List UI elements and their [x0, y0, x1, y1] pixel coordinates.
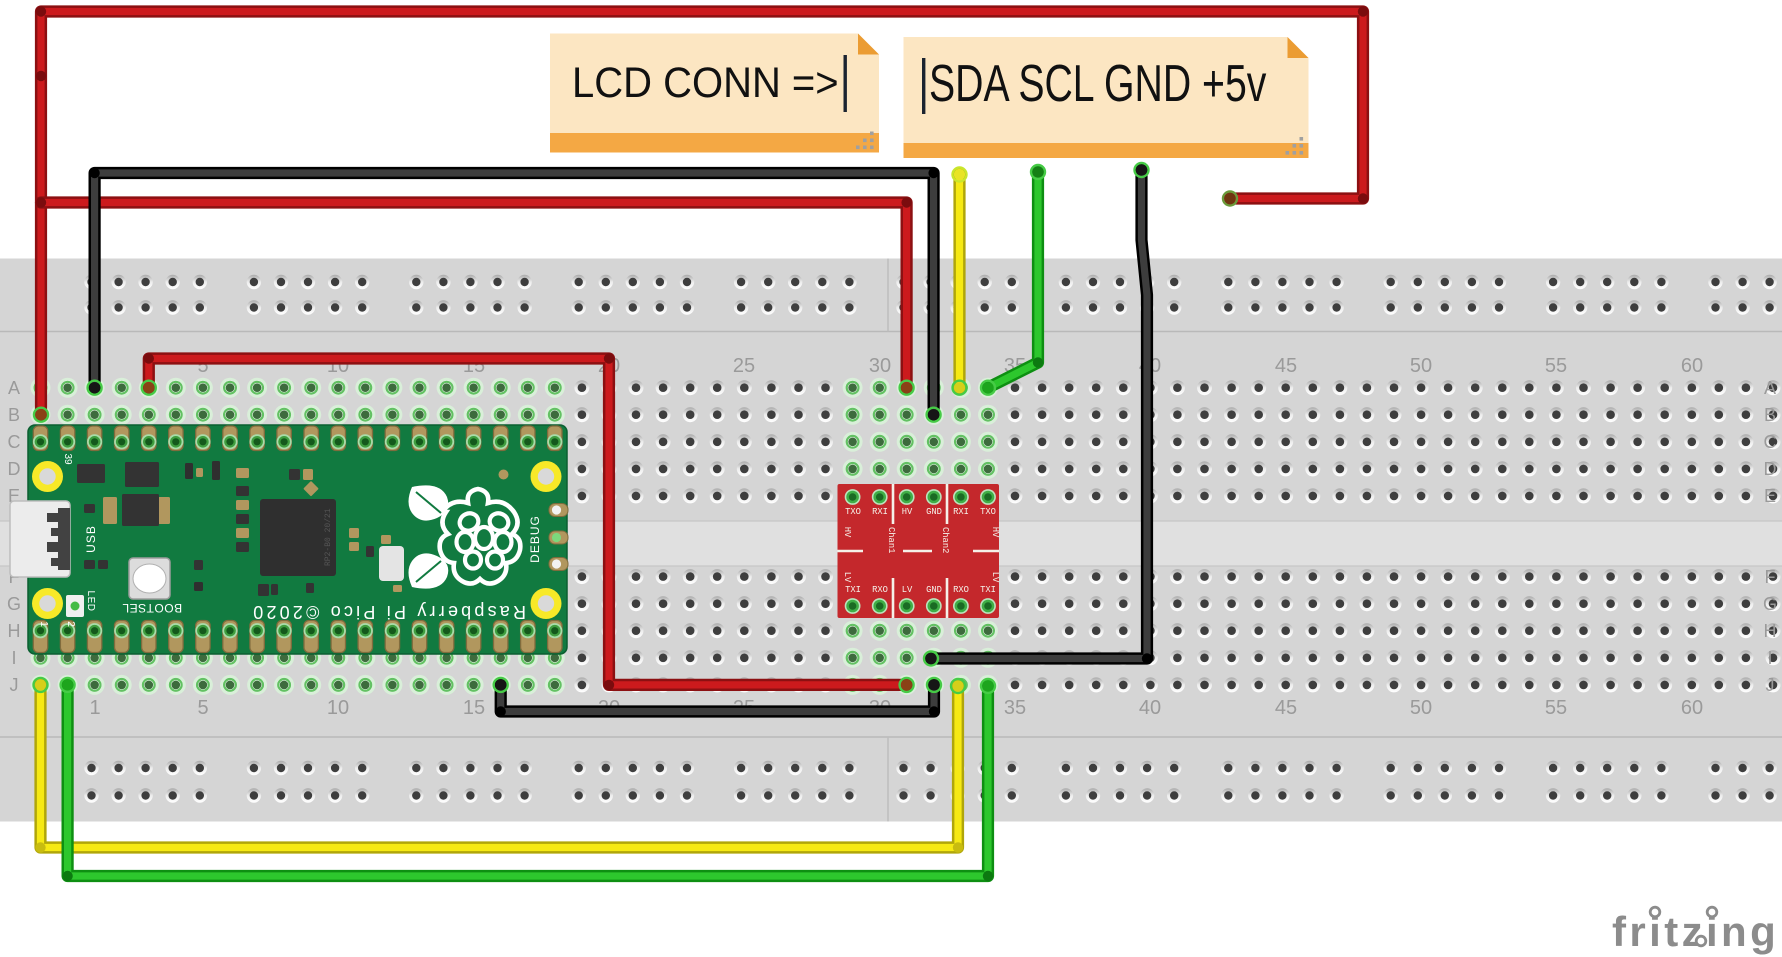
svg-text:2: 2	[65, 621, 76, 627]
svg-text:1: 1	[38, 621, 49, 627]
svg-text:A: A	[8, 378, 20, 398]
svg-text:RXO: RXO	[953, 585, 969, 595]
svg-text:Chan1: Chan1	[886, 527, 896, 553]
svg-text:H: H	[1764, 621, 1777, 641]
svg-text:50: 50	[1410, 697, 1432, 719]
svg-text:1: 1	[89, 697, 100, 719]
svg-text:TXI: TXI	[980, 585, 996, 595]
svg-text:35: 35	[1004, 697, 1026, 719]
svg-text:HV: HV	[990, 527, 1000, 538]
svg-text:LV: LV	[990, 572, 1000, 583]
svg-text:5: 5	[197, 697, 208, 719]
svg-text:RP2-B0 20/21: RP2-B0 20/21	[324, 508, 333, 566]
svg-text:15: 15	[463, 697, 485, 719]
svg-text:LED: LED	[85, 591, 96, 612]
svg-text:10: 10	[327, 697, 349, 719]
svg-text:40: 40	[1139, 697, 1161, 719]
svg-text:fritzing: fritzing	[1612, 908, 1779, 955]
svg-text:DEBUG: DEBUG	[528, 515, 542, 563]
svg-text:HV: HV	[902, 507, 913, 517]
svg-text:55: 55	[1545, 697, 1567, 719]
svg-text:J: J	[10, 675, 19, 695]
svg-text:F: F	[1765, 567, 1776, 587]
svg-text:B: B	[8, 405, 20, 425]
svg-text:A: A	[1764, 378, 1776, 398]
svg-text:G: G	[7, 594, 21, 614]
svg-text:55: 55	[1545, 355, 1567, 377]
svg-text:50: 50	[1410, 355, 1432, 377]
svg-text:H: H	[8, 621, 21, 641]
svg-text:25: 25	[733, 355, 755, 377]
svg-text:E: E	[1764, 486, 1776, 506]
svg-text:RXO: RXO	[872, 585, 888, 595]
svg-text:60: 60	[1681, 697, 1703, 719]
svg-text:LV: LV	[902, 585, 913, 595]
svg-text:TXO: TXO	[845, 507, 861, 517]
svg-text:TXO: TXO	[980, 507, 996, 517]
svg-text:USB: USB	[84, 525, 98, 553]
svg-text:39: 39	[62, 453, 73, 465]
svg-text:RXI: RXI	[953, 507, 969, 517]
svg-text:45: 45	[1275, 697, 1297, 719]
svg-text:Chan2: Chan2	[940, 527, 950, 553]
svg-text:Raspberry Pi Pico ©2020: Raspberry Pi Pico ©2020	[250, 602, 526, 622]
svg-text:B: B	[1764, 405, 1776, 425]
svg-text:BOOTSEL: BOOTSEL	[122, 601, 182, 615]
svg-text:LCD CONN =>: LCD CONN =>	[572, 58, 839, 107]
svg-text:GND: GND	[926, 507, 942, 517]
svg-text:LV: LV	[842, 572, 852, 583]
svg-text:J: J	[1766, 675, 1775, 695]
svg-text:60: 60	[1681, 355, 1703, 377]
svg-text:D: D	[8, 459, 21, 479]
svg-text:I: I	[11, 648, 16, 668]
svg-text:RXI: RXI	[872, 507, 888, 517]
svg-text:GND: GND	[926, 585, 942, 595]
svg-text:30: 30	[869, 355, 891, 377]
svg-text:I: I	[1767, 648, 1772, 668]
svg-text:C: C	[8, 432, 21, 452]
svg-text:HV: HV	[842, 527, 852, 538]
svg-text:5: 5	[197, 355, 208, 377]
svg-text:45: 45	[1275, 355, 1297, 377]
svg-text:TXI: TXI	[845, 585, 861, 595]
svg-text:SDA SCL GND +5v: SDA SCL GND +5v	[929, 54, 1266, 113]
svg-text:C: C	[1764, 432, 1777, 452]
svg-text:D: D	[1764, 459, 1777, 479]
svg-text:G: G	[1763, 594, 1777, 614]
